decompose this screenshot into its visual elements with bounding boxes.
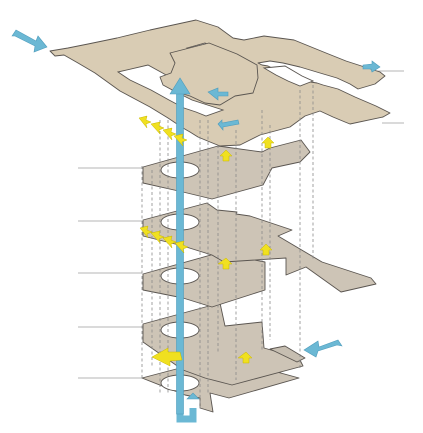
light-arrow-7-icon	[139, 225, 153, 239]
light-arrow-3-icon	[162, 127, 177, 141]
circulation-shaft	[169, 77, 200, 423]
light-arrow-large-icon	[151, 347, 183, 367]
light-arrow-9-icon	[162, 235, 177, 249]
roof-arrow-2-icon	[217, 119, 240, 131]
light-arrow-11-icon	[217, 257, 233, 270]
roof-void-right	[262, 65, 315, 87]
light-arrow-6-icon	[261, 136, 275, 149]
light-arrow-10-icon	[174, 240, 189, 254]
light-arrow-8-icon	[150, 230, 165, 244]
entry-arrow-topleft-icon	[11, 29, 48, 53]
light-arrow-12-icon	[259, 243, 273, 256]
light-arrow-13-icon	[237, 351, 253, 364]
roof-arrow-3-icon	[362, 60, 381, 73]
light-arrow-2-icon	[150, 121, 165, 135]
vertical-guides	[141, 85, 314, 408]
entry-arrow-bottomright-icon	[303, 339, 343, 358]
roof-slab	[49, 19, 391, 147]
roof-arrow-1-icon	[207, 87, 229, 101]
light-arrow-5-icon	[219, 149, 233, 162]
light-arrow-1-icon	[138, 115, 152, 129]
circulation-arrow-up-icon	[169, 77, 191, 95]
light-arrow-4-icon	[173, 133, 188, 147]
circulation-arrows	[11, 29, 381, 358]
shaft-bottom-bend	[176, 408, 197, 423]
circulation-arrow-bottom-icon	[186, 392, 200, 400]
light-arrows	[138, 115, 275, 367]
floor-slab-3	[142, 252, 266, 308]
